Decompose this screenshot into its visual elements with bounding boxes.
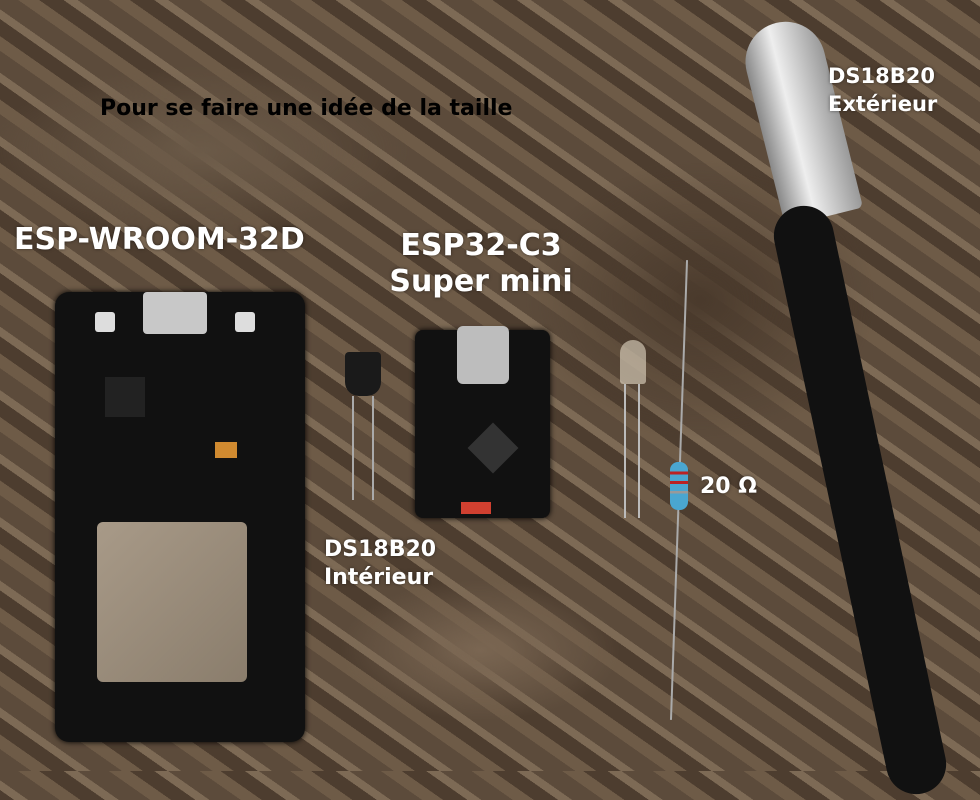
boot-button bbox=[95, 312, 115, 332]
ds18b20-exterior-label: DS18B20 Extérieur bbox=[828, 62, 937, 118]
caption: Pour se faire une idée de la taille bbox=[100, 96, 513, 121]
resistor-body bbox=[670, 462, 688, 510]
chip bbox=[467, 422, 519, 474]
esp-wroom-label: ESP-WROOM-32D bbox=[14, 222, 305, 257]
ds18b20-legs bbox=[352, 396, 374, 500]
ds18b20-interior-line2: Intérieur bbox=[324, 565, 434, 590]
resistor-label: 20 Ω bbox=[700, 474, 757, 499]
usb-c-port bbox=[457, 326, 509, 384]
ds18b20-exterior-line2: Extérieur bbox=[828, 92, 938, 116]
antenna bbox=[461, 502, 491, 514]
en-button bbox=[235, 312, 255, 332]
esp32-c3-label-line2: Super mini bbox=[389, 264, 573, 299]
ds18b20-exterior-line1: DS18B20 bbox=[828, 64, 936, 88]
usb-uart-chip bbox=[105, 377, 145, 417]
esp-wroom-board bbox=[55, 292, 305, 742]
led bbox=[620, 340, 646, 384]
esp32-c3-board bbox=[415, 326, 550, 518]
probe-steel-tip bbox=[736, 13, 864, 227]
micro-usb-port bbox=[143, 292, 207, 334]
probe-cable bbox=[768, 200, 952, 800]
led-legs bbox=[624, 384, 640, 518]
ds18b20-interior-label: DS18B20 Intérieur bbox=[324, 536, 436, 592]
capacitor bbox=[215, 442, 237, 458]
ds18b20-to92 bbox=[345, 352, 381, 396]
esp32-c3-label: ESP32-C3 Super mini bbox=[386, 228, 576, 300]
wifi-module-shield bbox=[97, 522, 247, 682]
ds18b20-interior-line1: DS18B20 bbox=[324, 537, 437, 562]
esp32-c3-label-line1: ESP32-C3 bbox=[400, 228, 562, 263]
